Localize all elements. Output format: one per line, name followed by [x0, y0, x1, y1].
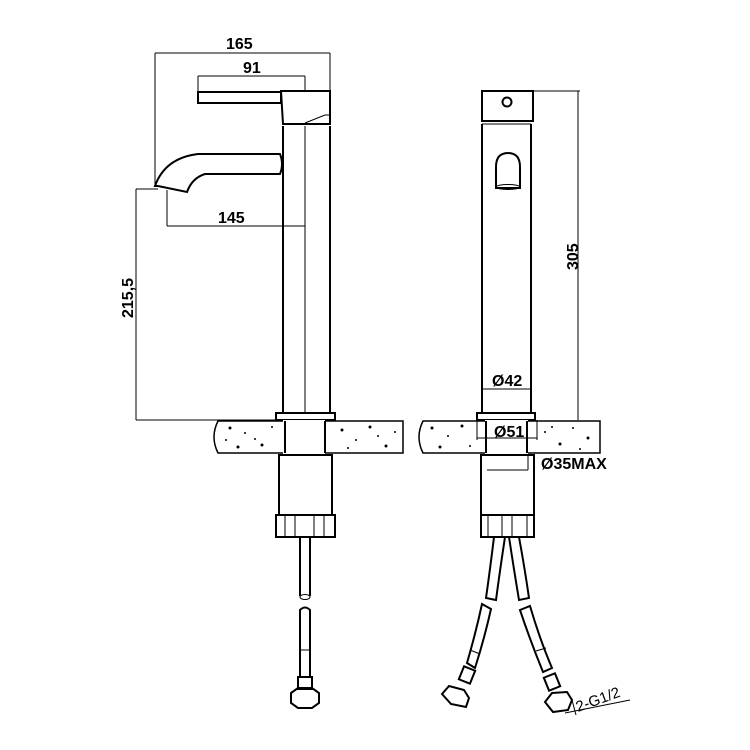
dim-label-d42: Ø42	[492, 373, 522, 390]
dim-label-165: 165	[226, 36, 253, 53]
hex-nut-left-icon	[440, 684, 471, 709]
hex-nut-icon	[290, 687, 320, 709]
dimension-145: 145	[166, 190, 305, 227]
dimension-d35max: Ø35MAX	[487, 455, 607, 473]
dimension-91: 91	[197, 60, 306, 92]
dim-label-215-5: 215,5	[120, 278, 137, 318]
mixer-head-front	[481, 90, 534, 122]
countertop-left	[213, 420, 404, 454]
dim-label-connection: 2-G1/2	[574, 684, 623, 716]
shank-nut	[278, 454, 333, 516]
countertop-right	[418, 420, 601, 454]
dimension-215-5: 215,5	[120, 188, 280, 421]
spout-outlet	[495, 151, 521, 189]
base-flange	[275, 412, 336, 421]
dim-label-d35max: Ø35MAX	[541, 456, 607, 473]
hex-nut-right-icon	[543, 690, 574, 714]
shank-nut-front	[480, 454, 535, 516]
spout	[153, 153, 283, 194]
mounting-rod	[290, 537, 320, 709]
supply-hoses: 2-G1/2	[440, 536, 631, 716]
dimension-165: 165	[154, 36, 331, 185]
handle-lever	[197, 91, 282, 104]
dim-label-145: 145	[218, 210, 245, 227]
side-view: 165 91 145 215,5	[120, 36, 404, 709]
dimension-305: 305	[533, 90, 582, 420]
base-flange-front	[476, 412, 536, 421]
cartridge-hole-icon	[501, 96, 513, 108]
mixer-head	[279, 90, 331, 125]
dim-label-305: 305	[565, 243, 582, 270]
dim-label-d51: Ø51	[494, 424, 524, 441]
dimension-d42: Ø42	[483, 373, 530, 390]
front-view: 305 Ø42 Ø51	[418, 90, 631, 716]
dimension-d51: Ø51	[476, 420, 538, 441]
dim-label-91: 91	[243, 60, 261, 77]
